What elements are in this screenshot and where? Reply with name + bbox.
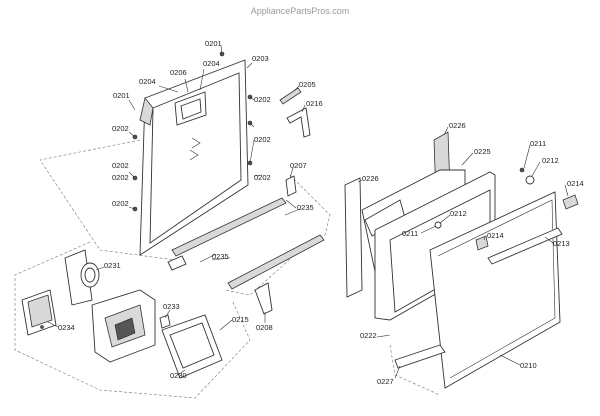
label-0204-left: 0204 [139,77,156,86]
label-0214-mid: 0214 [487,231,504,240]
label-0213: 0213 [553,239,570,248]
leader-lines [47,45,569,379]
label-0233: 0233 [163,302,180,311]
label-0230: 0230 [170,371,187,380]
label-0202-e: 0202 [254,95,271,104]
label-0204-top: 0204 [203,59,220,68]
label-0202-d: 0202 [112,199,129,208]
label-0227: 0227 [377,377,394,386]
group-outlines [14,139,441,399]
hinge-parts [279,87,311,197]
label-0201-left: 0201 [113,91,130,100]
label-0202-f: 0202 [254,135,271,144]
label-0211-top: 0211 [530,139,546,148]
label-0214-top: 0214 [567,179,584,188]
label-0226-left: 0226 [362,174,379,183]
door-handle [434,167,579,265]
label-0212-mid: 0212 [450,209,467,218]
label-0202-c: 0202 [112,173,129,182]
label-0231: 0231 [104,261,121,270]
label-0202-b: 0202 [112,161,129,170]
label-0235-right: 0235 [297,203,314,212]
label-0211-mid: 0211 [402,229,418,238]
label-0222: 0222 [360,331,377,340]
part-labels: 0201 0204 0206 0204 0203 0201 0202 0202 … [58,39,584,386]
label-0234: 0234 [58,323,75,332]
label-0203: 0203 [252,54,269,63]
label-0215: 0215 [232,315,249,324]
label-0216: 0216 [306,99,323,108]
label-0226-top: 0226 [449,121,466,130]
label-0207: 0207 [290,161,307,170]
label-0225: 0225 [474,147,491,156]
label-0235-left: 0235 [212,252,229,261]
label-0202-g: 0202 [254,173,271,182]
label-0208: 0208 [256,323,273,332]
outer-door-panels [344,131,561,389]
label-0202-a: 0202 [112,124,129,133]
label-0206: 0206 [170,68,187,77]
control-module [21,249,223,379]
label-0205: 0205 [299,80,316,89]
inner-door-frame [139,59,249,256]
watermark: AppliancePartsPros.com [251,6,350,16]
label-0210: 0210 [520,361,537,370]
label-0212-top: 0212 [542,156,559,165]
label-0201-top: 0201 [205,39,222,48]
bottom-rails [167,197,325,315]
